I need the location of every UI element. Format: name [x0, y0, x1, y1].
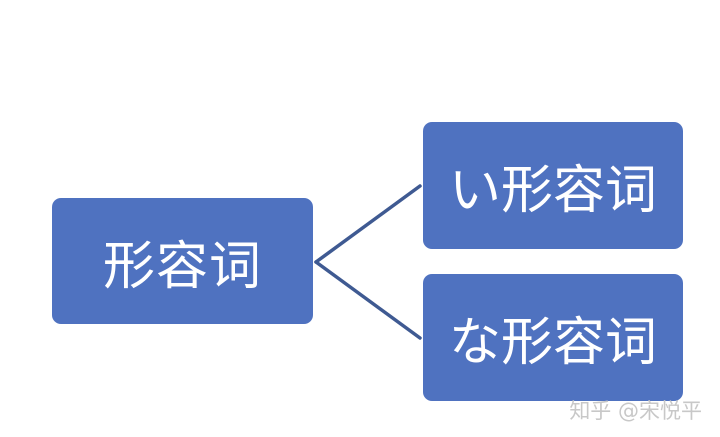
watermark: 知乎 @宋悦平	[569, 399, 702, 423]
child-node-i-label: い形容词	[448, 161, 657, 221]
child-node-na-adjective: な形容词	[423, 274, 683, 401]
child-node-na-label: な形容词	[448, 313, 657, 373]
child-node-i-adjective: い形容词	[423, 122, 683, 249]
root-node-label: 形容词	[102, 236, 262, 297]
root-node-adjective: 形容词	[52, 198, 313, 324]
connector-to-na-adjective	[314, 260, 422, 340]
connector-to-i-adjective	[314, 184, 422, 264]
